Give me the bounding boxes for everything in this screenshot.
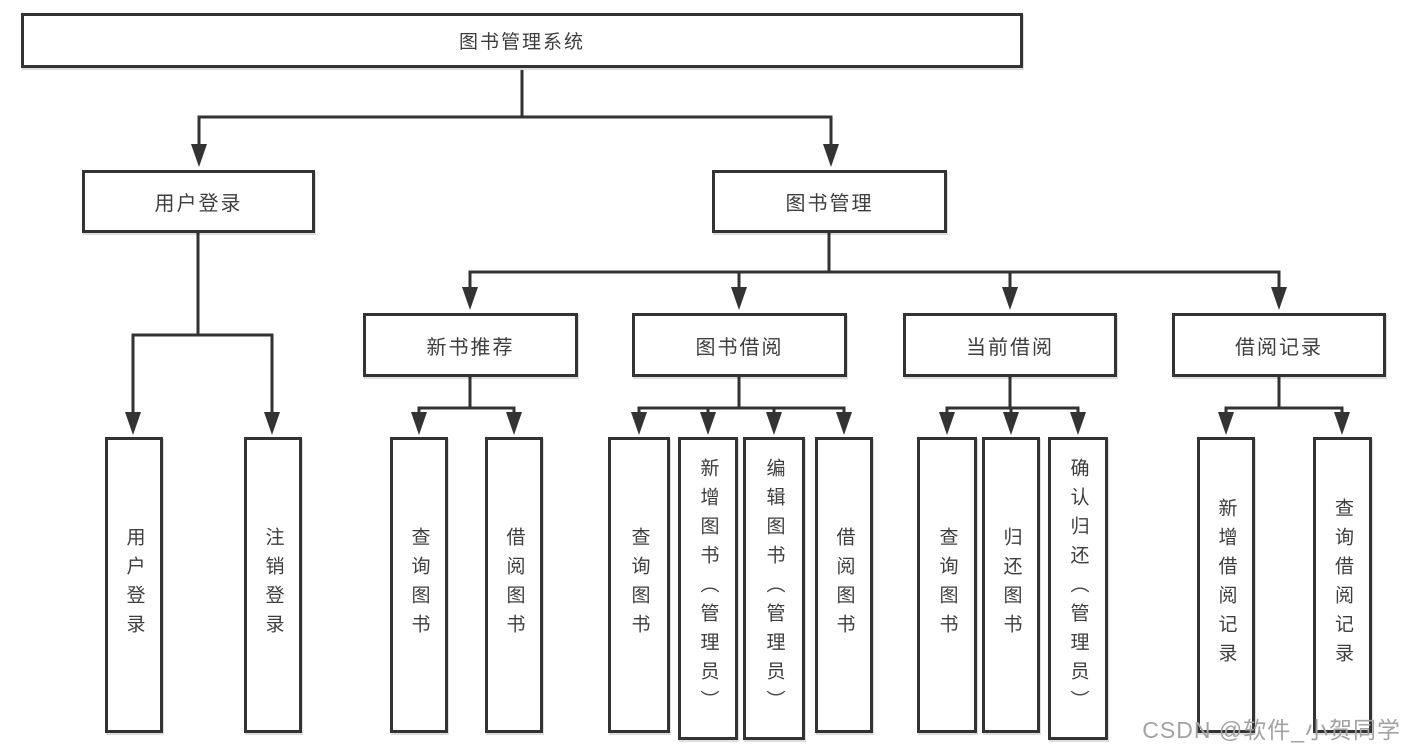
node-user-login: 用户登录 — [82, 170, 315, 233]
node-label: 查询借阅记录 — [1332, 498, 1353, 672]
node-label: 查询图书 — [628, 527, 650, 643]
leaf-current-query-books: 查询图书 — [917, 437, 977, 733]
node-book-management: 图书管理 — [712, 170, 947, 233]
node-label: 图书管理系统 — [458, 32, 585, 53]
node-label: 图书借阅 — [695, 336, 784, 359]
leaf-current-return-books: 归还图书 — [982, 437, 1040, 733]
node-label: 归还图书 — [1000, 527, 1022, 643]
node-label: 查询图书 — [936, 527, 958, 643]
csdn-watermark: CSDN @软件_小贺同学 — [1142, 717, 1401, 743]
leaf-borrowing-edit-book-admin: 编辑图书（管理员） — [743, 437, 805, 740]
node-new-book-recommend: 新书推荐 — [363, 313, 578, 377]
node-label: 新增借阅记录 — [1215, 498, 1237, 672]
node-book-borrowing: 图书借阅 — [632, 313, 847, 377]
leaf-current-confirm-return-admin: 确认归还（管理员） — [1048, 437, 1108, 740]
node-borrowing-records: 借阅记录 — [1172, 313, 1386, 377]
leaf-user-login: 用户登录 — [105, 437, 163, 733]
node-label: 确认归还（管理员） — [1067, 458, 1089, 719]
leaf-recommend-query-books: 查询图书 — [390, 437, 448, 733]
node-library-management-system: 图书管理系统 — [21, 13, 1023, 68]
leaf-borrowing-query-books: 查询图书 — [608, 437, 670, 733]
leaf-logout: 注销登录 — [244, 437, 302, 733]
node-label: 编辑图书（管理员） — [763, 458, 785, 719]
node-label: 借阅记录 — [1235, 336, 1323, 359]
node-label: 借阅图书 — [503, 527, 525, 643]
leaf-records-query-record: 查询借阅记录 — [1313, 437, 1372, 733]
leaf-recommend-borrow-books: 借阅图书 — [485, 437, 543, 733]
node-label: 查询图书 — [408, 527, 430, 643]
node-label: 新增图书（管理员） — [697, 458, 719, 719]
node-label: 借阅图书 — [833, 527, 855, 643]
node-label: 图书管理 — [785, 193, 874, 215]
leaf-borrowing-add-book-admin: 新增图书（管理员） — [678, 437, 738, 740]
node-current-borrowing: 当前借阅 — [903, 313, 1117, 377]
node-label: 用户登录 — [123, 527, 145, 643]
node-label: 用户登录 — [154, 193, 243, 215]
leaf-records-add-record: 新增借阅记录 — [1197, 437, 1255, 733]
node-label: 新书推荐 — [426, 336, 515, 359]
node-label: 当前借阅 — [966, 336, 1054, 359]
node-label: 注销登录 — [262, 527, 284, 643]
leaf-borrowing-borrow-books: 借阅图书 — [815, 437, 873, 733]
